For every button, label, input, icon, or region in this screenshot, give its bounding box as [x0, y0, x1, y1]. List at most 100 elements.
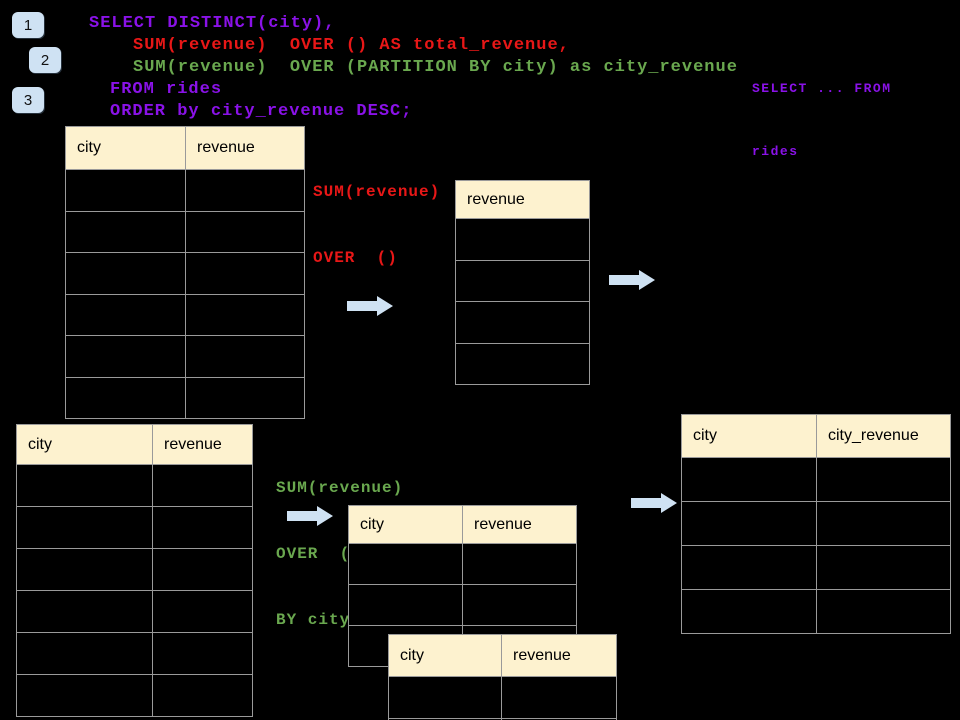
- side-note-line-1: SELECT ... FROM: [752, 81, 892, 96]
- table-cell: [186, 336, 305, 378]
- table-cell: [817, 502, 951, 546]
- table-cell: [463, 585, 577, 626]
- table-row: [682, 458, 951, 502]
- table-cell: [66, 253, 186, 295]
- table-cell: [389, 677, 502, 719]
- table-cell: [17, 549, 153, 591]
- table-total-revenue: revenue: [455, 180, 590, 385]
- table-row: [66, 294, 305, 336]
- table-row: [66, 336, 305, 378]
- column-header-city: city: [17, 425, 153, 465]
- table-row: [682, 502, 951, 546]
- table-row: [456, 302, 590, 344]
- table-row: [17, 633, 253, 675]
- column-header-revenue: revenue: [456, 181, 590, 219]
- table-cell: [153, 633, 253, 675]
- column-header-city: city: [682, 415, 817, 458]
- table-cell: [186, 170, 305, 212]
- table-cell: [682, 458, 817, 502]
- table-row: [682, 590, 951, 634]
- table-cell: [66, 294, 186, 336]
- table-row: [349, 544, 577, 585]
- table-cell: [66, 211, 186, 253]
- table-row: [17, 675, 253, 717]
- flow-arrow-icon: [609, 270, 655, 290]
- table-cell: [817, 546, 951, 590]
- sql-line-select: SELECT DISTINCT(city),: [89, 14, 336, 33]
- column-header-revenue: revenue: [502, 635, 617, 677]
- table-cell: [153, 675, 253, 717]
- step-badge-1: 1: [12, 12, 44, 38]
- annotation-total-line-2: OVER (): [313, 249, 398, 267]
- sql-line-total-revenue: SUM(revenue) OVER () AS total_revenue,: [133, 36, 570, 55]
- annotation-total-revenue: SUM(revenue) OVER (): [313, 137, 440, 313]
- sql-line-from: FROM rides: [110, 80, 223, 99]
- table-cell: [817, 590, 951, 634]
- table-row: [456, 219, 590, 261]
- table-row: [456, 343, 590, 385]
- step-badge-3: 3: [12, 87, 44, 113]
- table-cell: [17, 633, 153, 675]
- column-header-city-revenue: city_revenue: [817, 415, 951, 458]
- table-cell: [456, 302, 590, 344]
- table-cell: [186, 377, 305, 419]
- column-header-revenue: revenue: [463, 506, 577, 544]
- table-cell: [349, 544, 463, 585]
- table-cell: [502, 677, 617, 719]
- table-cell: [682, 502, 817, 546]
- table-cell: [456, 260, 590, 302]
- table-row: [66, 377, 305, 419]
- table-row: [17, 507, 253, 549]
- flow-arrow-icon: [287, 506, 333, 526]
- table-header-row: city city_revenue: [682, 415, 951, 458]
- table-row: [349, 585, 577, 626]
- table-cell: [153, 465, 253, 507]
- table-cell: [17, 675, 153, 717]
- table-source-bottom: city revenue: [16, 424, 253, 717]
- table-row: [66, 170, 305, 212]
- table-row: [389, 677, 617, 719]
- side-note: SELECT ... FROM rides: [752, 36, 892, 204]
- table-cell: [456, 343, 590, 385]
- table-cell: [153, 549, 253, 591]
- side-note-line-2: rides: [752, 144, 799, 159]
- flow-arrow-icon: [631, 493, 677, 513]
- table-cell: [186, 253, 305, 295]
- table-row: [17, 591, 253, 633]
- table-cell: [349, 585, 463, 626]
- table-cell: [17, 465, 153, 507]
- table-result: city city_revenue: [681, 414, 951, 634]
- annotation-partition-line-3: BY city): [276, 611, 361, 629]
- table-cell: [17, 507, 153, 549]
- table-header-row: city revenue: [389, 635, 617, 677]
- table-cell: [463, 544, 577, 585]
- table-cell: [17, 591, 153, 633]
- table-source-top: city revenue: [65, 126, 305, 419]
- table-cell: [186, 294, 305, 336]
- annotation-partition-line-1: SUM(revenue): [276, 479, 404, 497]
- table-row: [17, 465, 253, 507]
- column-header-city: city: [349, 506, 463, 544]
- table-cell: [66, 336, 186, 378]
- table-row: [66, 253, 305, 295]
- column-header-revenue: revenue: [153, 425, 253, 465]
- table-header-row: revenue: [456, 181, 590, 219]
- column-header-city: city: [66, 127, 186, 170]
- table-cell: [153, 591, 253, 633]
- flow-arrow-icon: [347, 296, 393, 316]
- sql-line-order-by: ORDER by city_revenue DESC;: [110, 102, 413, 121]
- table-cell: [456, 219, 590, 261]
- table-cell: [186, 211, 305, 253]
- table-row: [682, 546, 951, 590]
- table-header-row: city revenue: [349, 506, 577, 544]
- sql-line-city-revenue: SUM(revenue) OVER (PARTITION BY city) as…: [133, 58, 738, 77]
- table-header-row: city revenue: [17, 425, 253, 465]
- table-cell: [66, 170, 186, 212]
- column-header-city: city: [389, 635, 502, 677]
- table-row: [66, 211, 305, 253]
- table-row: [17, 549, 253, 591]
- table-partition-front: city revenue: [388, 634, 617, 720]
- column-header-revenue: revenue: [186, 127, 305, 170]
- step-badge-2: 2: [29, 47, 61, 73]
